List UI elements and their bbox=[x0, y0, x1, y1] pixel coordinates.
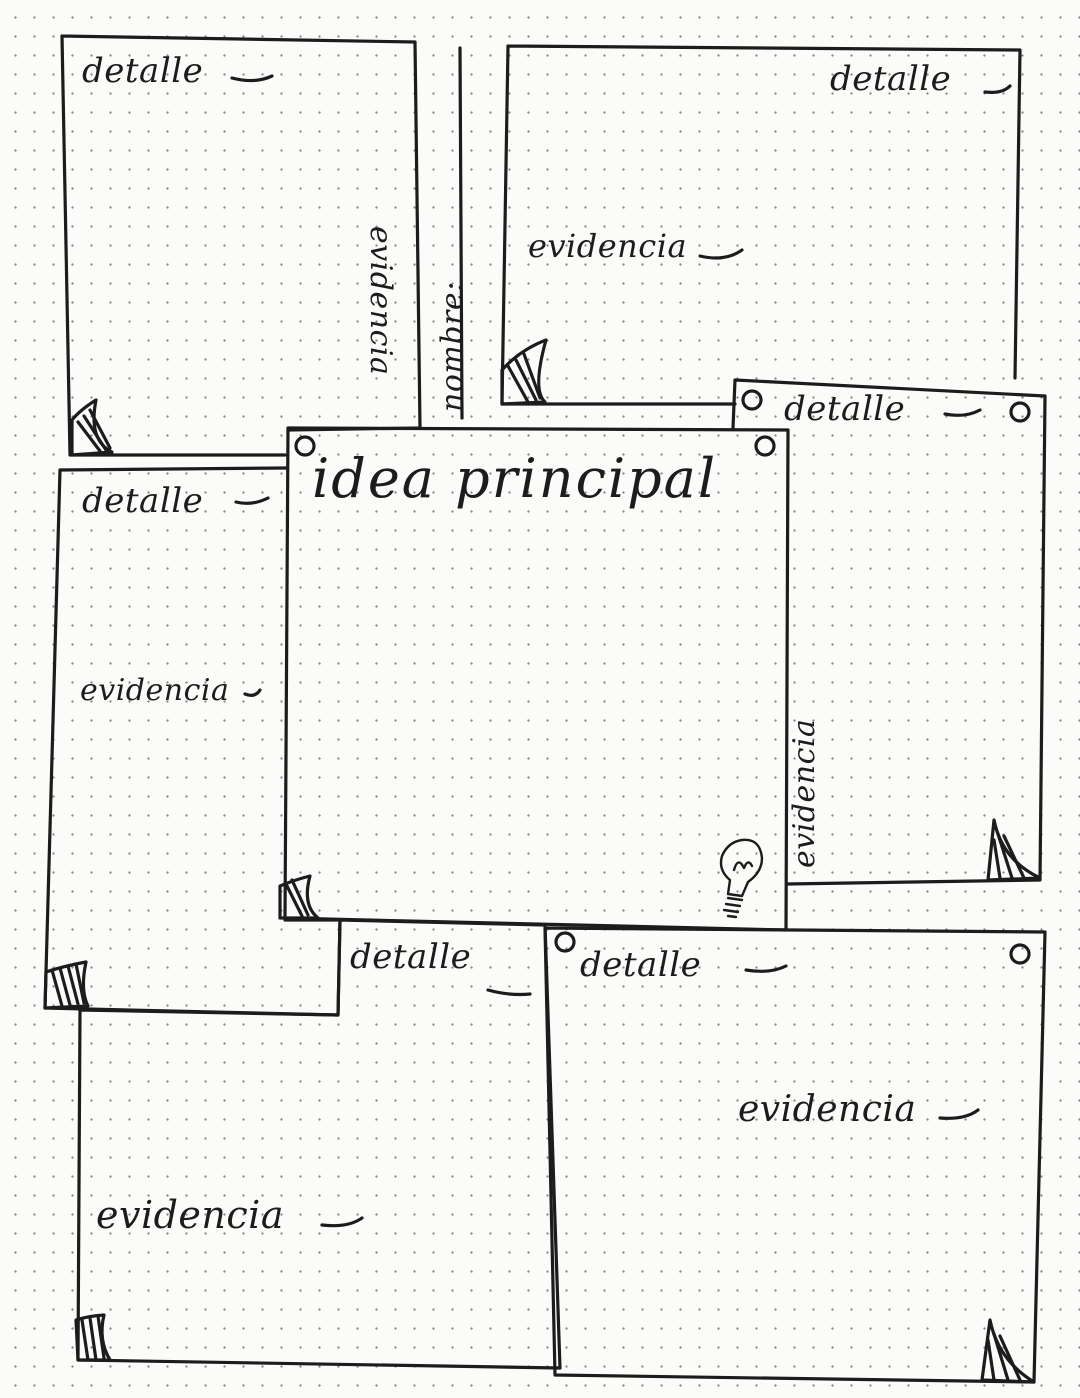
curled-corner-icon bbox=[980, 1318, 1036, 1384]
flourish bbox=[938, 1108, 980, 1120]
detail-label-bottom-right: detalle bbox=[580, 945, 702, 985]
box-bottom-right-frame bbox=[543, 926, 1047, 1384]
detail-label-bottom-left: detalle bbox=[350, 937, 472, 977]
curled-corner-icon bbox=[986, 818, 1042, 882]
detail-label-top-right: detalle bbox=[830, 59, 952, 99]
main-idea-title: idea principal bbox=[312, 447, 718, 510]
evidence-label-top-left: evidencia bbox=[363, 226, 398, 376]
pin-icon bbox=[554, 931, 576, 953]
detail-label-mid-left: detalle bbox=[82, 481, 204, 521]
evidence-label-mid-right: evidencia bbox=[787, 718, 822, 868]
curled-corner-icon bbox=[278, 874, 320, 920]
flourish bbox=[486, 988, 532, 997]
evidence-label-mid-left: evidencia bbox=[80, 673, 230, 708]
box-bottom-left-frame bbox=[76, 918, 562, 1370]
flourish bbox=[698, 248, 744, 260]
evidence-label-bottom-right: evidencia bbox=[738, 1089, 917, 1130]
curled-corner-icon bbox=[70, 398, 114, 457]
flourish bbox=[744, 964, 788, 973]
detail-label-mid-right: detalle bbox=[784, 389, 906, 429]
lightbulb-icon bbox=[719, 838, 764, 919]
flourish bbox=[320, 1216, 364, 1228]
box-top-right-frame bbox=[500, 44, 1022, 406]
flourish bbox=[230, 74, 274, 83]
box-mid-right-frame bbox=[731, 378, 1047, 886]
curled-corner-icon bbox=[74, 1313, 112, 1362]
flourish bbox=[243, 688, 262, 697]
curled-corner-icon bbox=[500, 338, 548, 406]
pin-icon bbox=[754, 435, 776, 457]
evidence-label-top-right: evidencia bbox=[528, 227, 688, 265]
pin-icon bbox=[1009, 401, 1031, 423]
pin-icon bbox=[1009, 943, 1031, 965]
evidence-label-bottom-left: evidencia bbox=[96, 1193, 284, 1237]
curled-corner-icon bbox=[43, 960, 90, 1010]
pin-icon bbox=[294, 435, 316, 457]
main-idea-frame bbox=[283, 426, 790, 932]
box-mid-left-frame bbox=[43, 466, 342, 1017]
flourish bbox=[234, 496, 270, 505]
flourish bbox=[983, 84, 1012, 94]
detail-label-top-left: detalle bbox=[82, 51, 204, 91]
pin-icon bbox=[741, 389, 763, 411]
name-strip-line bbox=[458, 46, 464, 420]
flourish bbox=[943, 408, 982, 417]
name-label: nombre: bbox=[435, 281, 470, 412]
